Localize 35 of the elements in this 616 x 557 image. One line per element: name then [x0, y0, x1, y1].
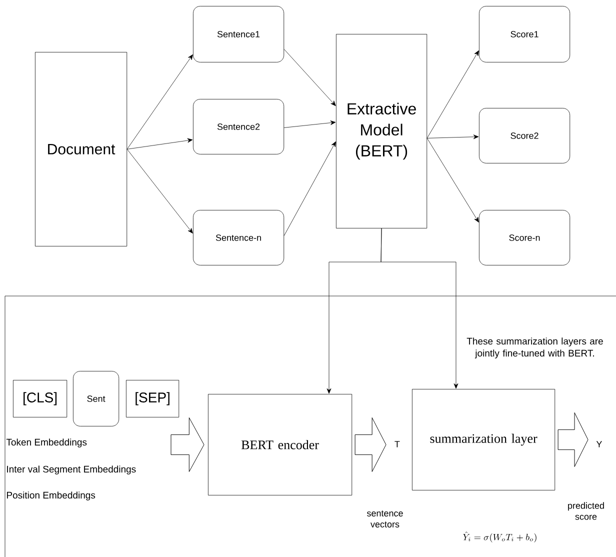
token-box: [SEP] [126, 380, 180, 418]
embedding-label: Inter val Segment Embeddings [7, 466, 136, 474]
output-text: Y [596, 441, 602, 448]
caption-text: sentence vectors [367, 510, 403, 528]
caption-text: predicted score [568, 502, 604, 520]
score-box: Score1 [479, 6, 570, 62]
arrow [426, 134, 479, 140]
token-box: Sent [73, 371, 120, 426]
arrow [426, 50, 479, 138]
block-arrow [170, 417, 204, 472]
embedding-label: Position Embeddings [7, 492, 96, 500]
arrow [284, 120, 336, 128]
block-arrow [354, 417, 386, 472]
score-box: Score2 [479, 108, 570, 164]
encoder-box: BERT encoder [208, 394, 352, 496]
note-text: These summarization layers are jointly fine-tuned with BERT. [466, 338, 603, 358]
sentence-box: Sentence2 [193, 99, 284, 154]
arrow [380, 228, 458, 389]
output-text: T [394, 441, 400, 448]
document-box: Document [35, 52, 128, 246]
arrow [126, 138, 193, 150]
token-box: [CLS] [13, 380, 68, 418]
arrow [126, 54, 193, 150]
model-box: Extractive Model (BERT) [336, 34, 428, 228]
formula: $\hat{Y}_i = \sigma(W_o T_i + b_o)$ [463, 532, 536, 542]
arrow [284, 49, 336, 106]
arrow [426, 138, 479, 222]
sentence-box: Sentence1 [193, 6, 284, 62]
arrow [126, 149, 193, 234]
sentence-box: Sentence-n [193, 210, 284, 266]
arrow [284, 141, 336, 236]
score-box: Score-n [479, 210, 570, 266]
block-arrow [558, 412, 588, 467]
embedding-label: Token Embeddings [6, 438, 87, 448]
layer-box: summarization layer [412, 389, 556, 490]
